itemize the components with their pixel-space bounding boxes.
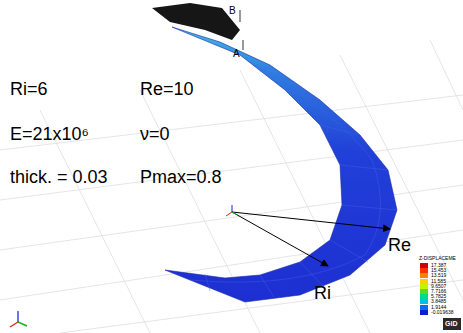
center-axes [226,205,238,216]
dimension-label: Ri [314,284,331,302]
ri-arrow [232,212,328,266]
parameter-label: Ri=6 [10,80,48,98]
legend-swatch [420,310,428,315]
parameter-label: Re=10 [140,80,194,98]
point-label: A [233,49,240,59]
legend-value: -0.019638 [431,310,454,315]
parameter-label: Pmax=0.8 [140,168,222,186]
deformed-ring [165,27,397,302]
point-ticks [240,10,243,50]
legend-row: -0.019638 [420,310,454,315]
parameter-label: E=21x10⁶ [10,125,89,143]
logo-text: GiD [445,320,457,327]
colorbar-title: Z-DISPLACEME [419,256,456,261]
parameter-label: ν=0 [140,125,170,143]
global-axes [10,311,27,327]
re-arrow [232,212,390,229]
dimension-label: Re [388,236,411,254]
logo-box [443,318,461,330]
parameter-label: thick. = 0.03 [10,168,108,186]
point-label: B [229,6,236,16]
